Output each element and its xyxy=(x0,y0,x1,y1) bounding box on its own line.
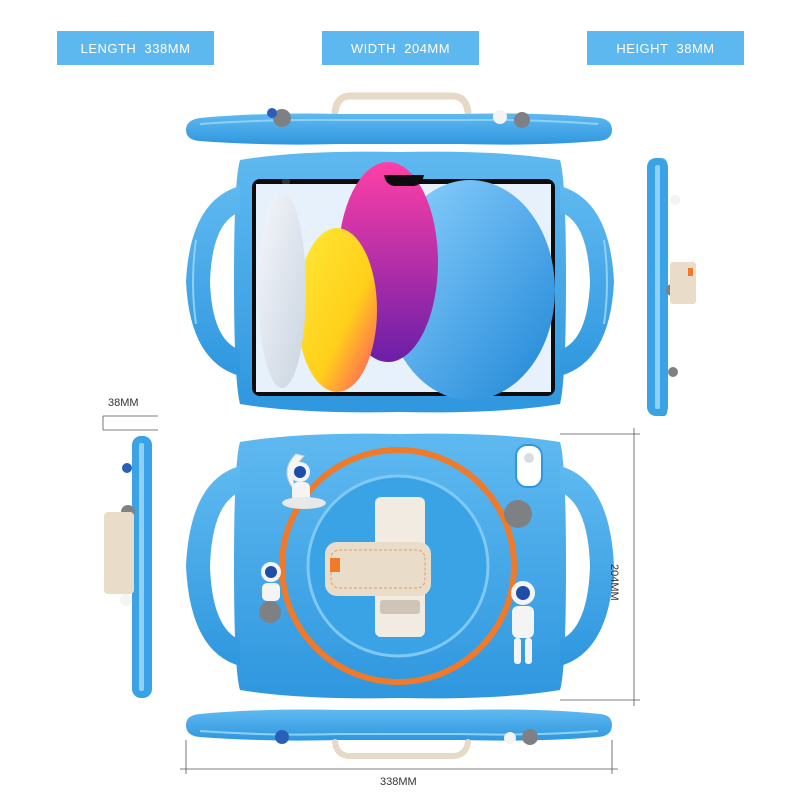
camera-cutout-icon xyxy=(384,175,424,186)
width-spec-label: WIDTH 204MM xyxy=(350,40,451,56)
hand-strap-icon xyxy=(325,497,431,637)
screen-wallpaper xyxy=(258,162,555,400)
length-spec-badge: LENGTH 338MM xyxy=(57,31,214,65)
thickness-dimension-label: 38MM xyxy=(108,397,139,409)
bottom-edge-view xyxy=(186,709,612,759)
front-view xyxy=(186,151,614,413)
thickness-dimension xyxy=(102,415,158,431)
width-dimension-label: 204MM xyxy=(608,564,620,601)
height-spec-badge: HEIGHT 38MM xyxy=(587,31,744,65)
height-spec-label: HEIGHT 38MM xyxy=(616,40,715,56)
moon-ball-icon xyxy=(504,500,532,528)
astronaut-figure-left-icon xyxy=(259,562,281,623)
back-view xyxy=(186,433,614,699)
rear-camera-cutout-icon xyxy=(515,444,543,488)
top-edge-view xyxy=(186,92,612,145)
width-spec-badge: WIDTH 204MM xyxy=(322,31,479,65)
astronaut-figure-icon xyxy=(282,462,326,509)
right-side-view xyxy=(647,158,696,416)
length-dimension xyxy=(180,740,618,774)
rotating-ring-icon xyxy=(279,447,517,685)
left-side-view xyxy=(104,436,152,698)
length-dimension-label: 338MM xyxy=(380,776,417,788)
astronaut-figure-right-icon xyxy=(511,581,535,664)
length-spec-label: LENGTH 338MM xyxy=(80,40,191,56)
width-dimension xyxy=(560,428,640,706)
